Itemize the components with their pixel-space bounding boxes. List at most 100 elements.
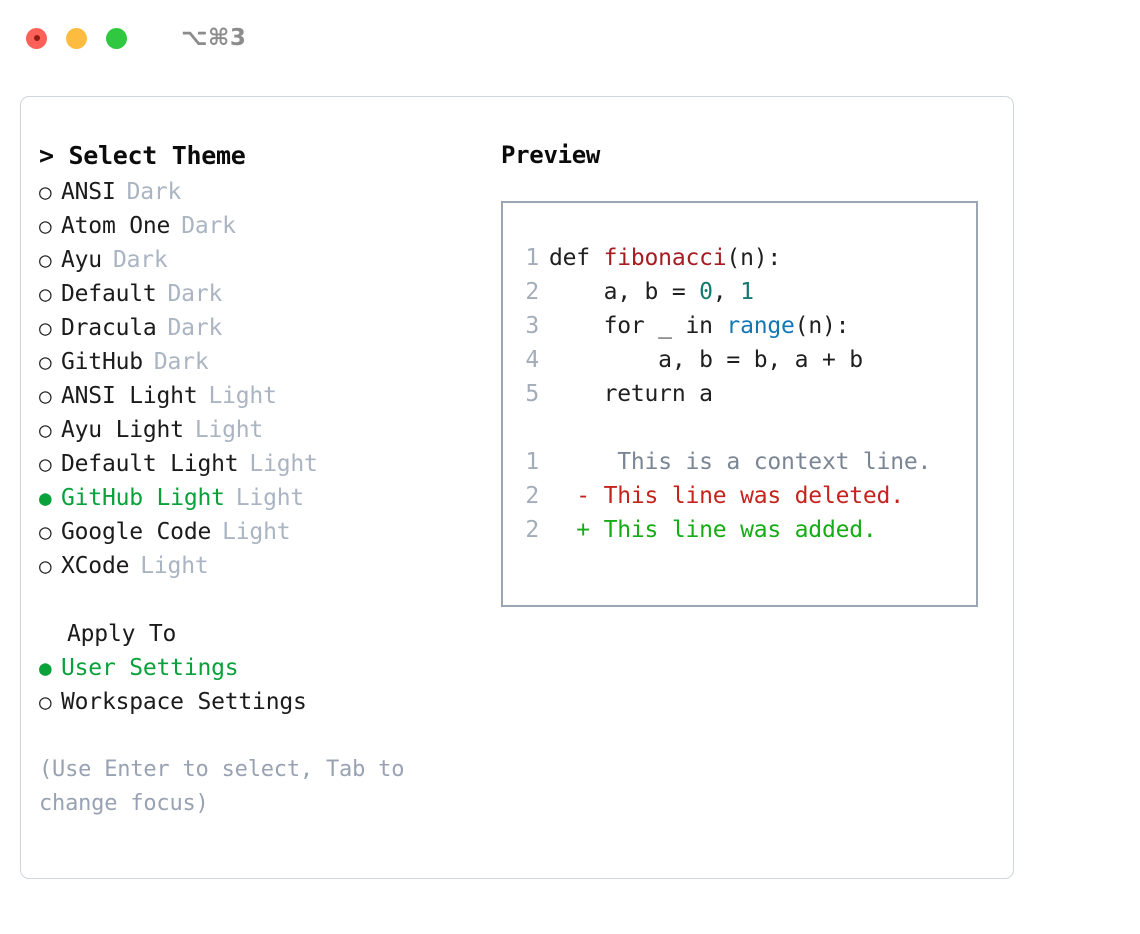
theme-name: Google Code: [61, 519, 212, 545]
theme-variant: Dark: [153, 349, 209, 375]
radio-unselected-icon: ○: [39, 350, 52, 374]
theme-variant: Light: [194, 417, 264, 443]
line-number: 2: [525, 517, 539, 543]
code-token: a, b =: [549, 279, 700, 305]
theme-name: GitHub Light: [61, 485, 225, 511]
theme-variant: Light: [208, 383, 277, 409]
theme-name: Default Light: [61, 451, 239, 477]
code-line: 5 return a: [503, 377, 976, 411]
diff-text: This line was added.: [589, 517, 877, 543]
apply-to-name: Workspace Settings: [61, 689, 307, 715]
diff-line: 2 - This line was deleted.: [503, 479, 976, 513]
line-number: 1: [525, 245, 539, 271]
radio-unselected-icon: ○: [39, 180, 52, 204]
diff-line: 2 + This line was added.: [503, 513, 976, 547]
radio-selected-icon: ●: [39, 486, 52, 510]
diff-marker: +: [549, 517, 590, 543]
radio-unselected-icon: ○: [39, 316, 52, 340]
code-token: (n):: [726, 245, 782, 271]
diff-text: This is a context line.: [589, 449, 932, 475]
radio-selected-icon: ●: [39, 656, 52, 680]
diff-sample: 1 This is a context line.2 - This line w…: [503, 445, 976, 547]
minimize-button[interactable]: [66, 27, 87, 49]
theme-name: GitHub: [61, 349, 143, 375]
theme-variant: Dark: [126, 179, 182, 205]
code-line: 3 for _ in range(n):: [503, 309, 976, 343]
theme-option[interactable]: ○ Atom One Dark: [39, 209, 479, 243]
apply-to-list[interactable]: ● User Settings ○ Workspace Settings: [39, 651, 479, 719]
theme-option[interactable]: ○ Ayu Light Light: [39, 413, 479, 447]
radio-unselected-icon: ○: [39, 418, 52, 442]
code-token: range: [726, 313, 795, 339]
code-token: 0: [699, 279, 713, 305]
theme-variant: Light: [222, 519, 291, 545]
apply-to-option[interactable]: ○ Workspace Settings: [39, 685, 479, 719]
theme-option[interactable]: ○ Default Light Light: [39, 447, 479, 481]
theme-name: ANSI: [61, 179, 116, 205]
apply-to-name: User Settings: [61, 655, 239, 681]
zoom-button[interactable]: [106, 27, 127, 49]
theme-variant: Dark: [167, 315, 223, 341]
theme-name: Atom One: [61, 213, 171, 239]
theme-option[interactable]: ○ Dracula Dark: [39, 311, 479, 345]
theme-option[interactable]: ○ Google Code Light: [39, 515, 479, 549]
apply-to-option[interactable]: ● User Settings: [39, 651, 479, 685]
theme-option[interactable]: ○ Default Dark: [39, 277, 479, 311]
keyboard-shortcut-label: ⌥⌘3: [181, 25, 247, 51]
line-number: 3: [525, 313, 539, 339]
theme-option[interactable]: ○ XCode Light: [39, 549, 479, 583]
theme-name: XCode: [61, 553, 130, 579]
theme-option[interactable]: ● GitHub Light Light: [39, 481, 479, 515]
code-token: (n):: [794, 313, 850, 339]
keyboard-hint-text: (Use Enter to select, Tab to change focu…: [39, 757, 405, 816]
theme-variant: Light: [235, 485, 305, 511]
theme-name: Ayu Light: [61, 417, 184, 443]
traffic-lights: [26, 27, 127, 49]
theme-option[interactable]: ○ GitHub Dark: [39, 345, 479, 379]
code-token: def: [549, 245, 604, 271]
code-token: for _ in: [549, 313, 727, 339]
code-token: 1: [740, 279, 754, 305]
theme-option[interactable]: ○ ANSI Dark: [39, 175, 479, 209]
radio-unselected-icon: ○: [39, 520, 52, 544]
theme-variant: Dark: [181, 213, 236, 239]
radio-unselected-icon: ○: [39, 690, 52, 714]
close-button[interactable]: [26, 27, 47, 49]
line-number: 1: [525, 449, 539, 475]
radio-unselected-icon: ○: [39, 248, 52, 272]
code-line: 4 a, b = b, a + b: [503, 343, 976, 377]
code-line: 1 def fibonacci(n):: [503, 241, 976, 275]
radio-unselected-icon: ○: [39, 282, 52, 306]
code-token: return a: [549, 381, 713, 407]
diff-marker: -: [549, 483, 590, 509]
apply-to-title: Apply To: [67, 621, 177, 647]
radio-unselected-icon: ○: [39, 452, 52, 476]
line-number: 5: [525, 381, 539, 407]
radio-unselected-icon: ○: [39, 384, 52, 408]
diff-marker: [549, 445, 590, 479]
code-token: fibonacci: [603, 245, 727, 271]
theme-variant: Light: [140, 553, 209, 579]
theme-name: Dracula: [61, 315, 157, 341]
code-line: 2 a, b = 0, 1: [503, 275, 976, 309]
line-number: 2: [525, 483, 539, 509]
theme-variant: Dark: [167, 281, 223, 307]
code-token: ,: [712, 279, 741, 305]
line-number: 4: [525, 347, 539, 373]
code-token: a, b = b, a + b: [549, 347, 863, 373]
theme-variant: Light: [249, 451, 318, 477]
preview-title: Preview: [501, 141, 601, 169]
diff-line: 1 This is a context line.: [503, 445, 976, 479]
theme-name: ANSI Light: [61, 383, 198, 409]
radio-unselected-icon: ○: [39, 554, 52, 578]
theme-variant: Dark: [112, 247, 168, 273]
radio-unselected-icon: ○: [39, 214, 52, 238]
theme-name: Default: [61, 281, 157, 307]
theme-option[interactable]: ○ ANSI Light Light: [39, 379, 479, 413]
